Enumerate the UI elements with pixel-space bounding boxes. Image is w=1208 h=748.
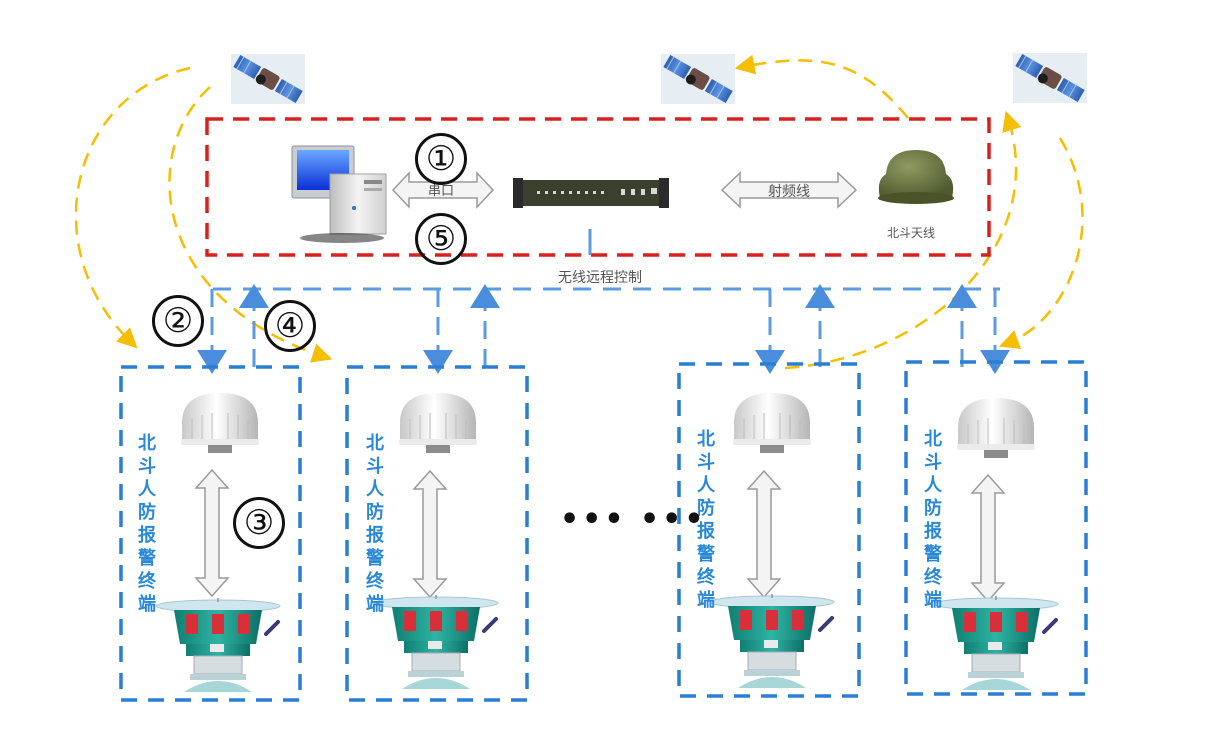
alarm-siren-icon	[932, 594, 1060, 692]
terminal-label-3: 北斗人防报警终端	[697, 429, 715, 611]
control-center-box	[205, 117, 991, 257]
serial-link-arrow-vertical	[971, 474, 1005, 602]
alarm-siren-icon	[154, 596, 282, 694]
dome-antenna-icon	[732, 392, 812, 454]
terminal-label-4: 北斗人防报警终端	[924, 429, 942, 611]
step-marker-5: ⑤	[415, 213, 467, 265]
beidou-command-machine-icon	[513, 178, 669, 208]
satellite-icon	[1012, 52, 1088, 105]
serial-link-arrow-vertical	[747, 470, 781, 598]
terminal-label-1: 北斗人防报警终端	[138, 433, 156, 615]
dome-antenna-icon	[956, 397, 1036, 459]
serial-link-arrow	[391, 171, 495, 209]
terminal-box-1	[119, 365, 302, 702]
serial-link-arrow-vertical	[413, 470, 447, 598]
serial-port-label: 串口	[428, 184, 455, 199]
step-marker-3: ③	[233, 497, 285, 549]
terminal-label-2: 北斗人防报警终端	[366, 433, 384, 615]
beidou-antenna-label: 北斗天线	[887, 226, 936, 240]
more-terminals-ellipsis: ••• •••	[560, 502, 707, 537]
terminal-box-3	[677, 362, 861, 698]
desktop-computer-icon	[291, 145, 387, 243]
rf-link-arrow	[720, 171, 858, 209]
step-marker-4: ④	[264, 300, 316, 352]
terminal-box-4	[904, 360, 1088, 696]
dome-antenna-icon	[180, 392, 260, 454]
beidou-antenna-icon	[878, 150, 954, 204]
step-marker-1: ①	[415, 133, 467, 185]
dome-antenna-icon	[398, 392, 478, 454]
serial-link-arrow-vertical	[195, 469, 229, 597]
wireless-network-lines	[197, 229, 1010, 374]
wireless-remote-control-label: 无线远程控制	[556, 267, 644, 287]
terminal-box-2	[345, 365, 529, 702]
satellite-icon	[230, 53, 306, 106]
rf-line-label: 射频线	[768, 184, 810, 200]
alarm-siren-icon	[372, 593, 500, 691]
satellite-orbit-arcs	[74, 54, 1084, 370]
step-marker-2: ②	[152, 295, 204, 347]
alarm-siren-icon	[708, 592, 836, 690]
satellite-icon	[660, 53, 736, 106]
